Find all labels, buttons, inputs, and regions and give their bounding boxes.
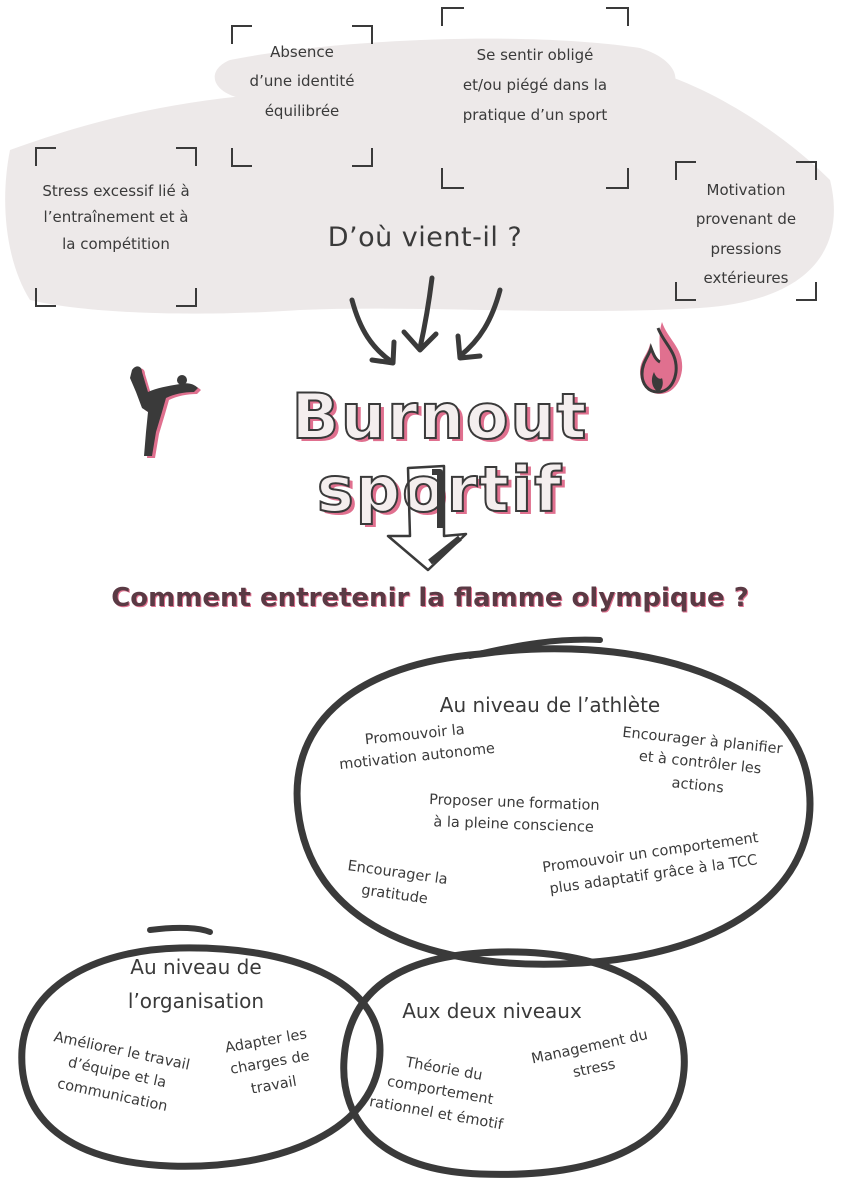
flame-icon — [640, 322, 683, 394]
circle-both — [340, 948, 688, 1178]
cause-brackets — [35, 7, 817, 307]
question-flamme: Comment entretenir la flamme olympique ? — [111, 583, 749, 613]
cause-stress-excessif: Stress excessif lié à l’entraînement et … — [42, 182, 190, 253]
circle-organisation — [18, 944, 384, 1170]
circle-athlete — [293, 645, 814, 968]
dancer-silhouette-icon — [130, 366, 201, 458]
brush-smudge — [5, 38, 834, 314]
arrow-left — [349, 297, 395, 365]
cause-pressions-exterieures: Motivation provenant de pressions extéri… — [695, 181, 797, 287]
converging-arrows — [349, 275, 503, 366]
cause-absence-identite: Absence d’une identité équilibrée — [249, 43, 355, 120]
zone-title-athlete: Au niveau de l’athlète — [439, 693, 661, 717]
arrow-right — [457, 287, 503, 359]
main-title: Burnout sportif — [291, 379, 589, 527]
zone-title-organisation: Au niveau de l’organisation — [127, 955, 265, 1013]
item-pleine-conscience: Proposer une formation à la pleine consc… — [428, 792, 600, 837]
zone-title-both: Aux deux niveaux — [402, 999, 582, 1023]
arrow-center — [417, 275, 435, 351]
center-question: D’où vient-il ? — [327, 222, 523, 253]
venn-circles — [18, 636, 814, 1178]
cause-se-sentir-oblige: Se sentir obligé et/ou piégé dans la pra… — [462, 46, 608, 124]
down-arrow-icon — [386, 464, 468, 572]
